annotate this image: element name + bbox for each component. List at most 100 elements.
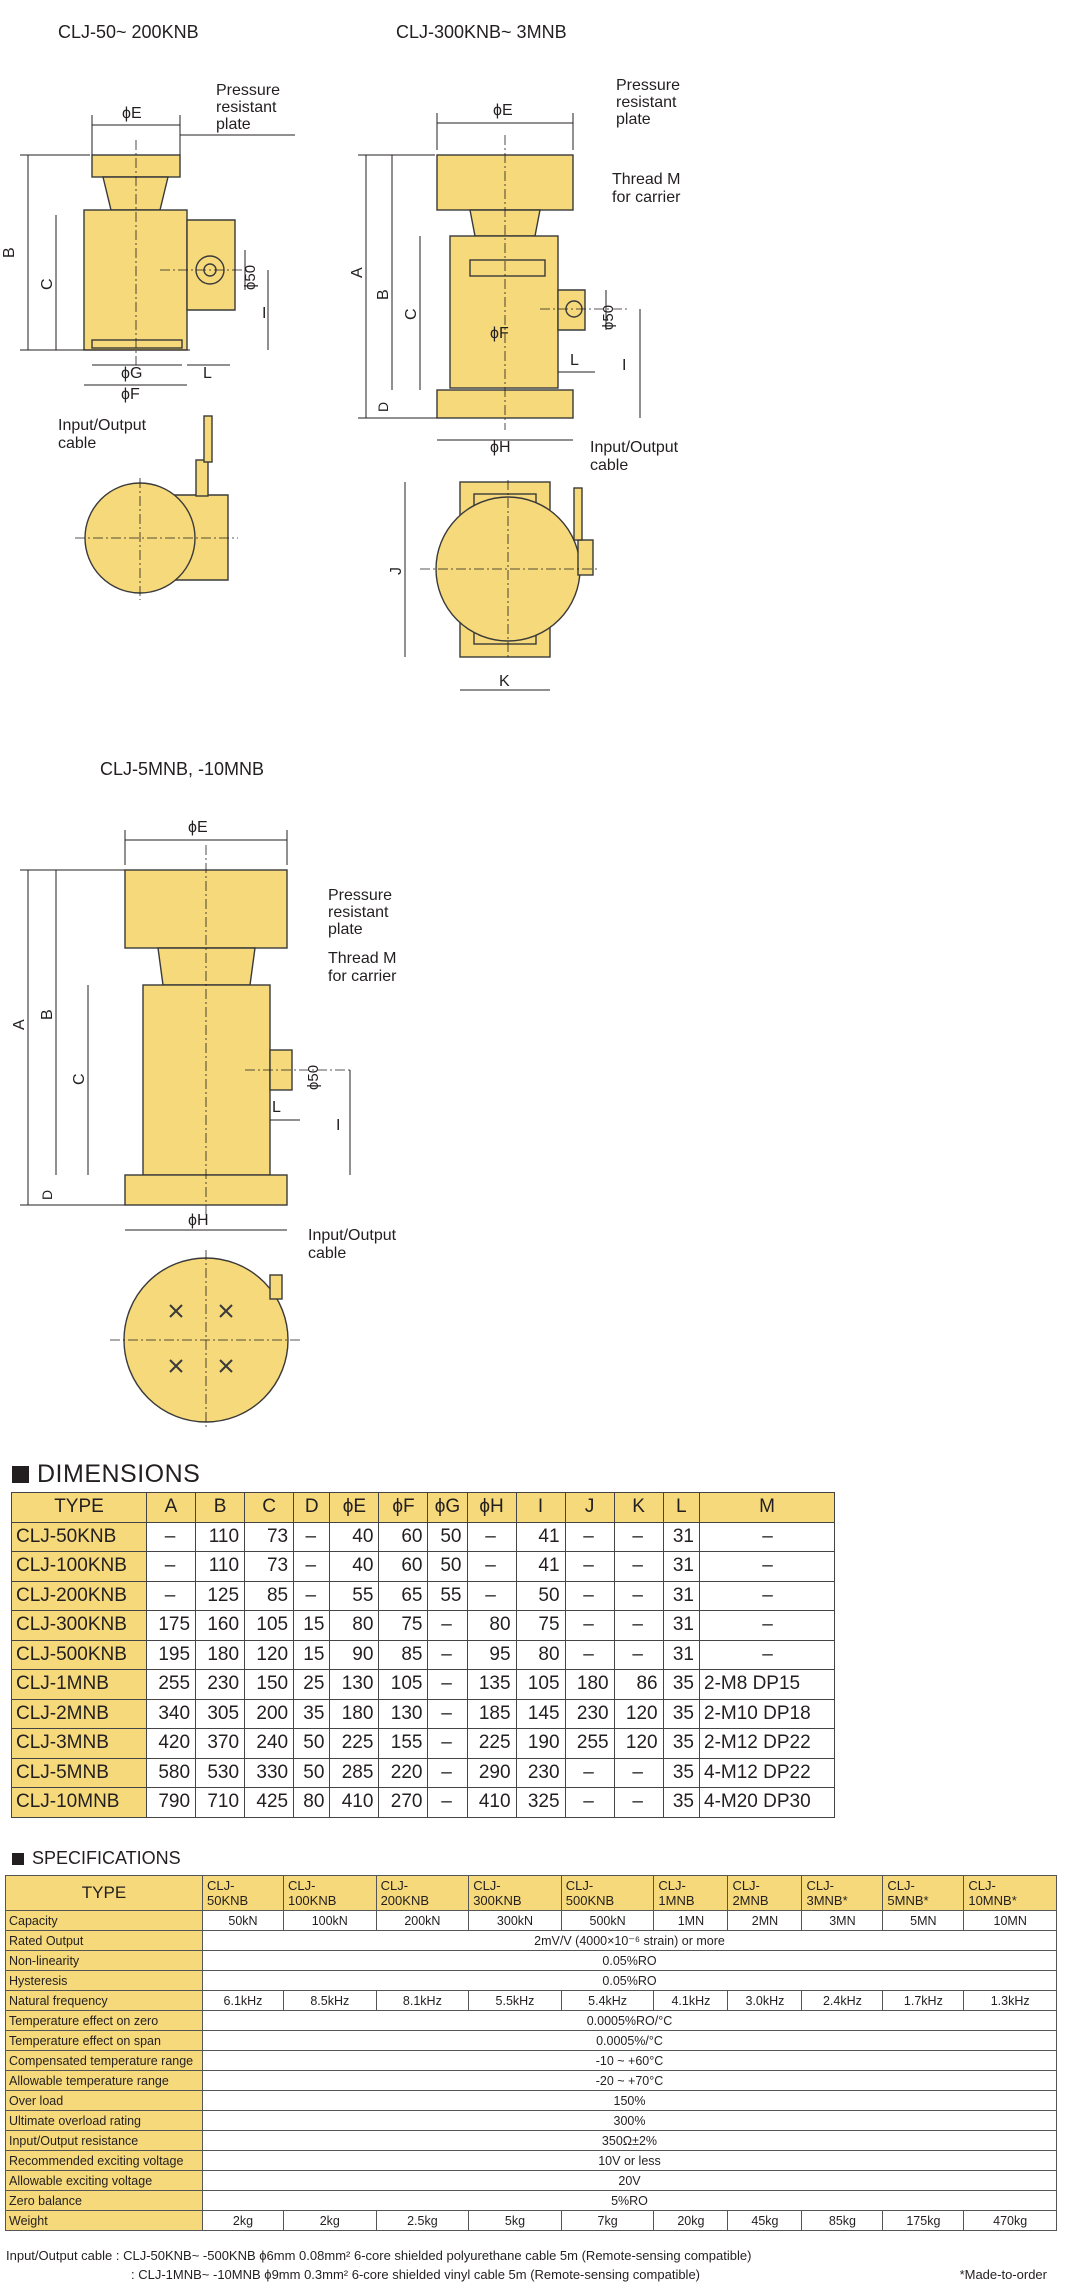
table-cell: 305 [195,1698,246,1729]
type-cell: CLJ-200KNB [11,1580,147,1611]
table-cell: 31 [662,1610,701,1641]
io-cable-label-c: Input/Output cable [308,1227,401,1262]
dim-d-label-c: D [39,1190,55,1200]
model-column-header: CLJ-2MNB [727,1875,803,1911]
model-prefix: CLJ- [473,1878,501,1893]
table-cell: 230 [515,1757,566,1788]
table-cell: – [427,1757,468,1788]
table-cell: 330 [244,1757,295,1788]
table-cell: – [427,1669,468,1700]
spec-item-label: Rated Output [5,1930,203,1951]
heading-square-icon [12,1852,24,1865]
dimensions-column-header: ϕF [378,1492,429,1523]
spec-value: 5.4kHz [560,1990,655,2011]
table-cell: 225 [329,1728,380,1759]
table-cell: – [427,1610,468,1641]
table-cell: 255 [564,1728,615,1759]
model-a-top-view [75,415,238,600]
table-cell: 50 [427,1551,468,1582]
spec-value: 5.5kHz [468,1990,562,2011]
spec-value: 50kN [202,1910,284,1931]
table-cell: 15 [293,1610,331,1641]
table-cell: 50 [515,1580,566,1611]
table-cell: – [613,1757,664,1788]
type-cell: CLJ-1MNB [11,1669,147,1700]
table-cell: 240 [244,1728,295,1759]
table-cell: 2-M8 DP15 [699,1669,835,1700]
model-prefix: CLJ- [732,1878,760,1893]
model-suffix: 5MNB* [887,1893,929,1908]
dim-h-label-c: ϕH [188,1212,209,1229]
spec-value: 6.1kHz [202,1990,284,2011]
specifications-heading: SPECIFICATIONS [12,1848,181,1869]
table-cell: – [145,1521,197,1552]
spec-item-label: Compensated temperature range [5,2050,203,2071]
made-to-order-note: *Made-to-order [959,2267,1047,2282]
table-cell: 120 [244,1639,295,1670]
model-prefix: CLJ- [806,1878,834,1893]
table-cell: – [564,1757,615,1788]
table-cell: 55 [427,1580,468,1611]
dim-a-label-c: A [11,1019,28,1030]
table-cell: 15 [293,1639,331,1670]
table-cell: 110 [195,1521,246,1552]
table-cell: 80 [329,1610,380,1641]
dim-h-label-b: ϕH [490,439,511,456]
table-cell: 410 [466,1787,517,1818]
spec-item-label: Over load [5,2090,203,2111]
model-suffix: 300KNB [473,1893,522,1908]
table-cell: 31 [662,1551,701,1582]
pressure-plate-label-a: Pressure resistant plate [216,82,284,133]
table-cell: – [564,1787,615,1818]
table-cell: 4-M20 DP30 [699,1787,835,1818]
table-cell: – [427,1639,468,1670]
type-cell: CLJ-5MNB [11,1757,147,1788]
table-cell: 110 [195,1551,246,1582]
table-cell: 135 [466,1669,517,1700]
spec-value: 1MN [653,1910,729,1931]
spec-value: 2.4kHz [801,1990,884,2011]
table-cell: – [564,1580,615,1611]
spec-value-all: -10 ~ +60°C [202,2050,1057,2071]
spec-item-label: Natural frequency [5,1990,203,2011]
dim-a-label-b: A [349,267,366,278]
dimensions-column-header: J [564,1492,615,1523]
table-cell: 2-M10 DP18 [699,1698,835,1729]
model-suffix: 2MNB [732,1893,769,1908]
model-prefix: CLJ- [287,1878,316,1893]
model-suffix: 200KNB [380,1893,429,1908]
spec-value-all: 0.05%RO [202,1970,1057,1991]
dim-l-label: L [203,365,212,382]
spec-value: 100kN [282,1910,377,1931]
dimensions-column-header: ϕH [466,1492,517,1523]
table-cell: 230 [564,1698,615,1729]
table-cell: 41 [515,1521,566,1552]
dim-b-label-c: B [39,1009,56,1020]
dim-50-label-b: ϕ50 [600,305,617,330]
dim-50-label: ϕ50 [242,265,259,290]
dim-i-label-c: I [336,1117,340,1134]
table-cell: 530 [195,1757,246,1788]
pressure-plate-label-b: Pressure resistant plate [616,77,684,128]
model-b-front-view [358,113,641,441]
dim-c-label: C [39,278,56,290]
dimensions-column-header: TYPE [11,1492,147,1523]
table-cell: 200 [244,1698,295,1729]
table-cell: 4-M12 DP22 [699,1757,835,1788]
table-cell: – [699,1551,835,1582]
spec-value: 45kg [727,2210,803,2231]
dimensions-column-header: C [244,1492,295,1523]
model-suffix: 3MNB* [806,1893,848,1908]
dim-l-label-c: L [272,1099,281,1116]
dimensions-heading-text: DIMENSIONS [37,1460,201,1488]
table-cell: 73 [244,1551,295,1582]
table-cell: 175 [145,1610,197,1641]
dim-c-label-b: C [403,308,420,320]
